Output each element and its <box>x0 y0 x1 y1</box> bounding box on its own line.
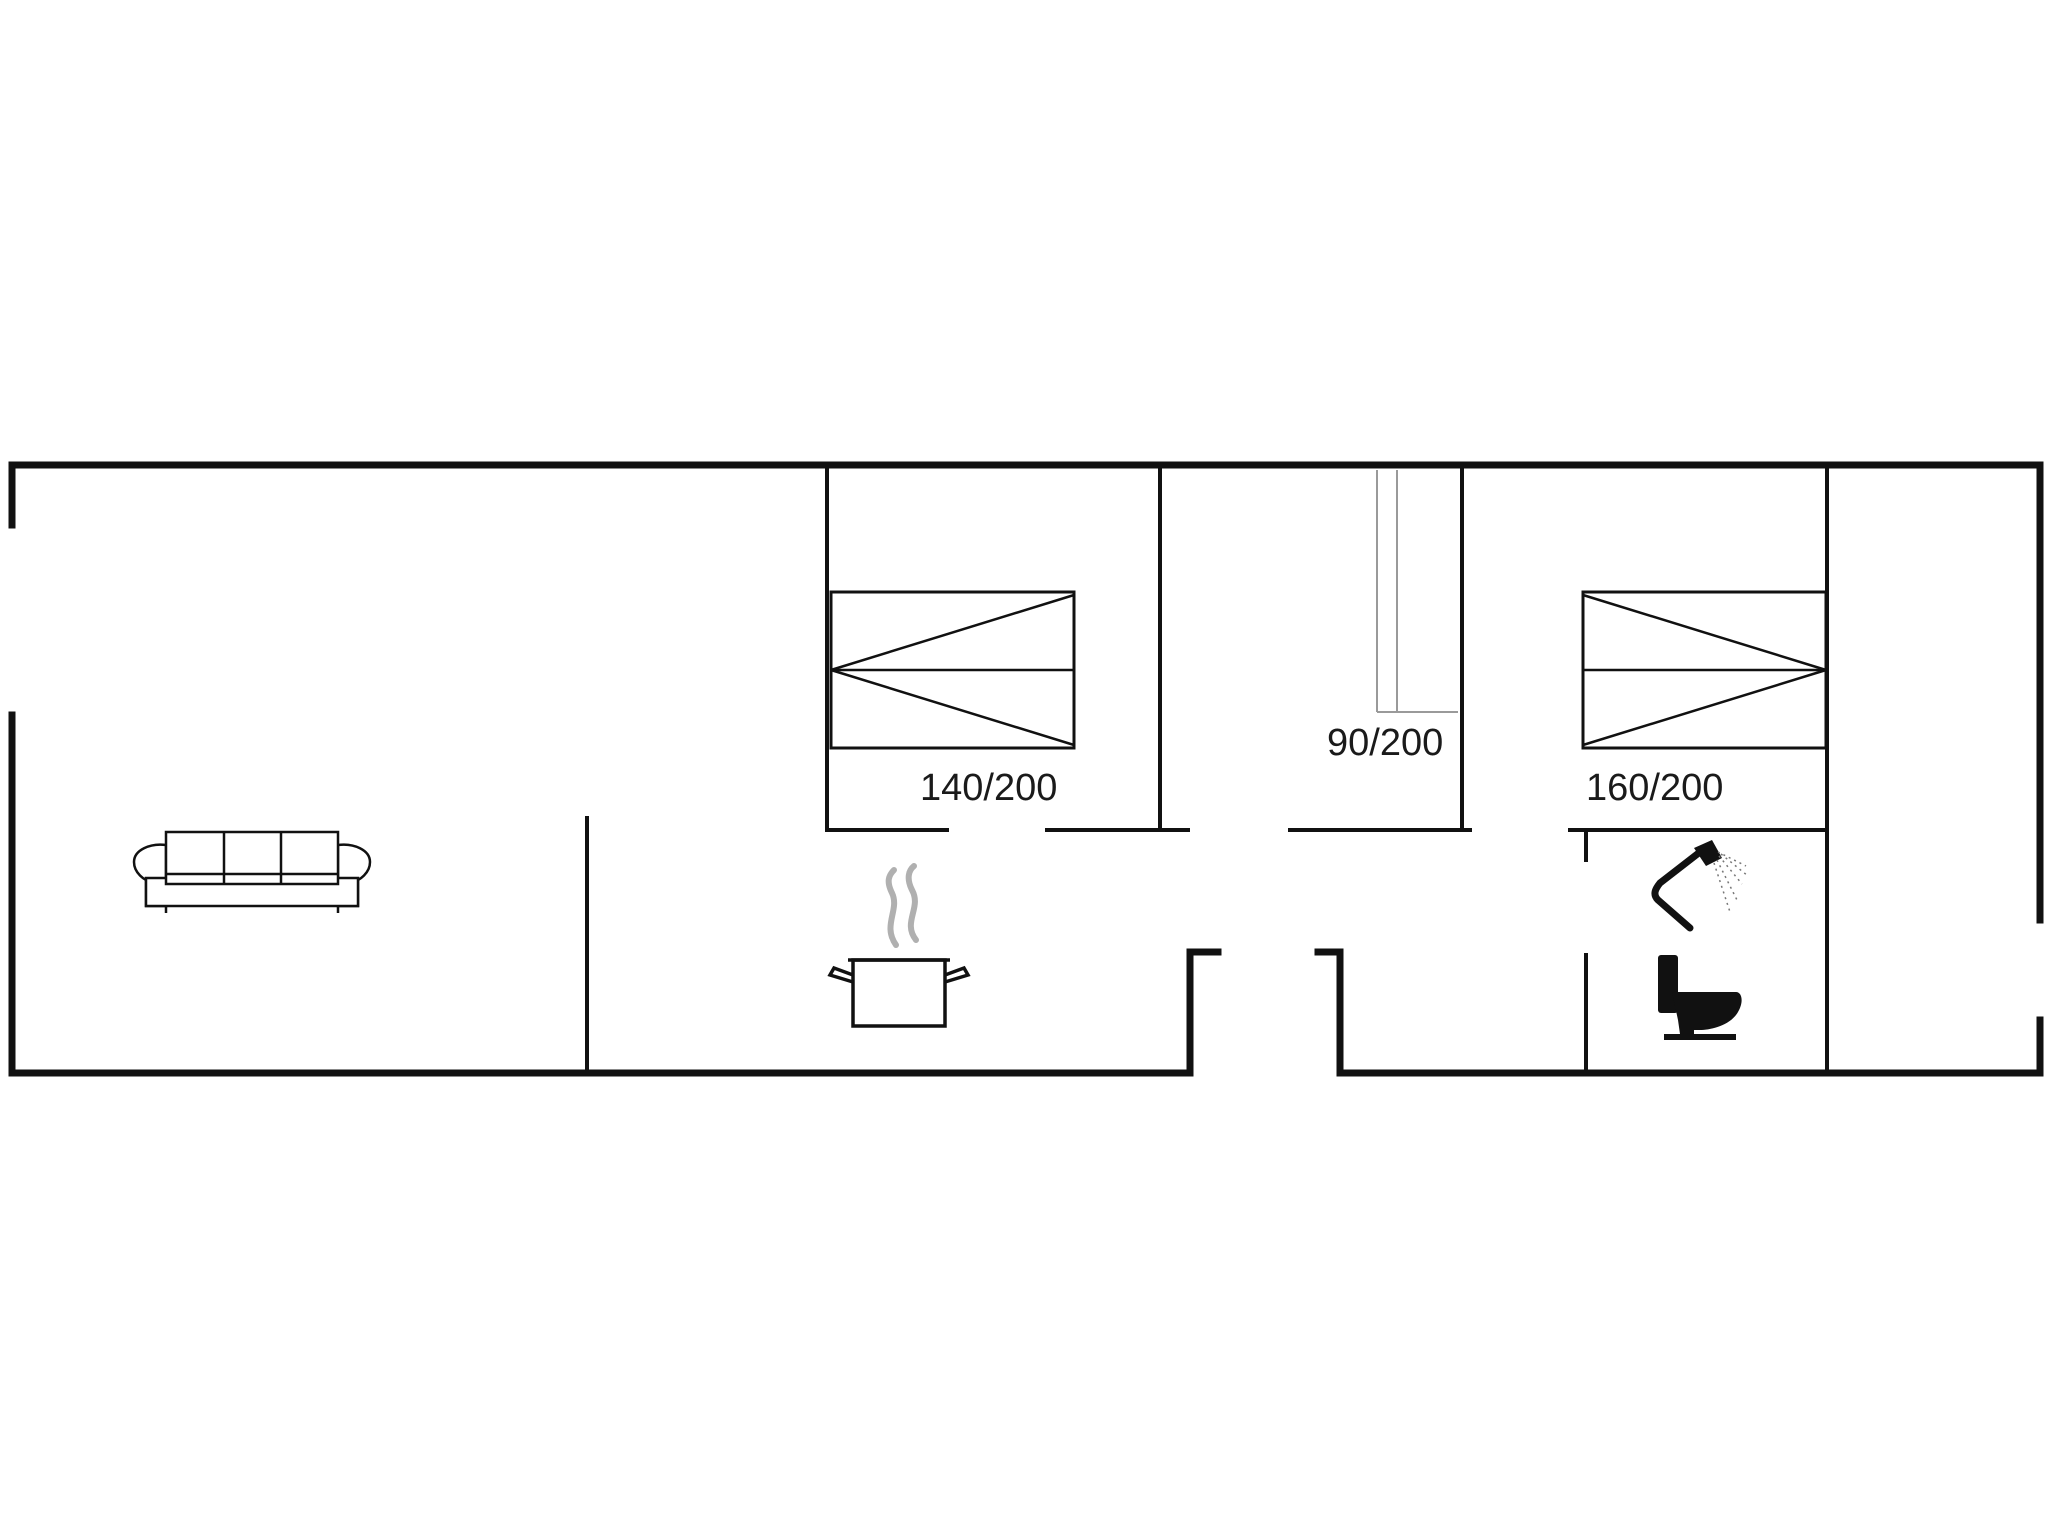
interior-walls <box>585 463 1829 1075</box>
entrance-wall-left <box>1186 948 1222 1077</box>
bed-160-200 <box>1581 590 1828 750</box>
bed-blanket-line <box>1582 668 1827 747</box>
pot-body <box>851 958 947 1028</box>
steam-icon <box>905 863 919 943</box>
shower-spray <box>1713 851 1749 913</box>
entrance-wall-right <box>1314 948 1344 1077</box>
bed-size-label: 140/200 <box>920 767 1057 809</box>
bed-size-label: 160/200 <box>1586 767 1723 809</box>
toilet-tank <box>1658 955 1678 1013</box>
shower-head <box>1694 840 1722 866</box>
shower-icon <box>1651 840 1749 932</box>
sofa-back <box>164 830 340 886</box>
sofa-icon <box>132 830 372 913</box>
bed-140-200 <box>829 590 1076 750</box>
exterior-walls <box>8 461 2044 1077</box>
shower-pipe <box>1651 848 1704 932</box>
bed-90-200 <box>1376 470 1458 713</box>
toilet-bowl <box>1672 992 1742 1034</box>
bed-blanket-line <box>830 668 1075 747</box>
pot-handle-left <box>827 965 854 984</box>
bed-blanket-line <box>830 593 1075 672</box>
bed-blanket-line <box>1582 593 1827 672</box>
steam-icon <box>885 867 899 948</box>
toilet-icon <box>1658 955 1742 1040</box>
toilet-base <box>1664 1034 1736 1040</box>
bed-size-label: 90/200 <box>1327 722 1443 764</box>
pot-handle-right <box>944 965 971 984</box>
cooking-pot-icon <box>827 863 971 1028</box>
